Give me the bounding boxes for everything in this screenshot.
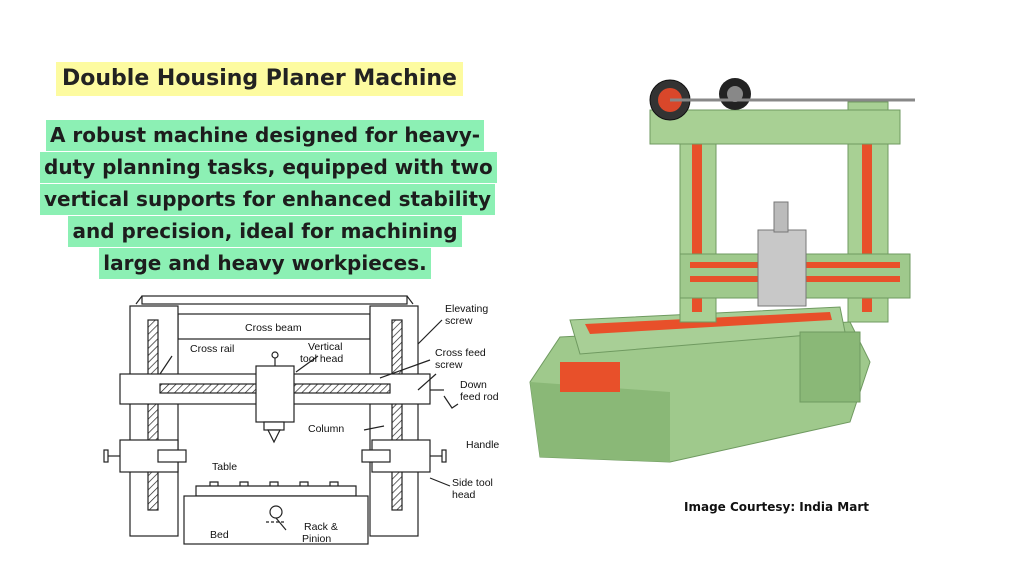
description-line: and precision, ideal for machining bbox=[68, 216, 462, 247]
machine-top-beam bbox=[649, 109, 901, 145]
pinion bbox=[269, 505, 283, 519]
machine-tool-head bbox=[757, 229, 807, 307]
worktable bbox=[195, 485, 357, 497]
label-vertical-tool-head: Vertical bbox=[308, 341, 342, 353]
elevating-screw-right bbox=[391, 319, 403, 511]
machine-gearbox bbox=[799, 331, 861, 403]
top-bar bbox=[141, 295, 408, 305]
label-cross-feed-screw: screw bbox=[435, 359, 463, 371]
planer-machine-photo bbox=[529, 78, 915, 463]
description-line: large and heavy workpieces. bbox=[99, 248, 431, 279]
page-title: Double Housing Planer Machine bbox=[56, 62, 463, 96]
label-column: Column bbox=[308, 423, 344, 435]
label-elevating-screw: screw bbox=[445, 315, 473, 327]
description-line: A robust machine designed for heavy- bbox=[45, 120, 485, 151]
label-down-feed-rod: feed rod bbox=[460, 391, 499, 403]
label-side-tool-head: head bbox=[452, 489, 476, 501]
planer-line-diagram: Cross beam Elevating screw Cross rail Ve… bbox=[103, 295, 499, 545]
label-cross-beam: Cross beam bbox=[245, 322, 302, 334]
image-courtesy: Image Courtesy: India Mart bbox=[684, 500, 869, 514]
vertical-tool-head bbox=[255, 365, 295, 423]
handle bbox=[443, 395, 459, 409]
label-bed: Bed bbox=[210, 529, 229, 541]
elevating-screw-left bbox=[147, 319, 159, 511]
label-handle: Handle bbox=[466, 439, 499, 451]
label-vertical-tool-head: tool head bbox=[300, 353, 343, 365]
label-table: Table bbox=[212, 461, 237, 473]
label-side-tool-head: Side tool bbox=[452, 477, 493, 489]
label-down-feed-rod: Down bbox=[460, 379, 487, 391]
label-cross-feed-screw: Cross feed bbox=[435, 347, 486, 359]
description: A robust machine designed for heavy- dut… bbox=[40, 120, 497, 280]
label-rack-pinion: Rack & bbox=[304, 521, 338, 533]
description-line: vertical supports for enhanced stability bbox=[40, 184, 496, 215]
label-cross-rail: Cross rail bbox=[190, 343, 234, 355]
label-elevating-screw: Elevating bbox=[445, 303, 488, 315]
bed bbox=[183, 495, 369, 545]
description-line: duty planning tasks, equipped with two bbox=[40, 152, 497, 183]
label-rack-pinion: Pinion bbox=[302, 533, 331, 545]
